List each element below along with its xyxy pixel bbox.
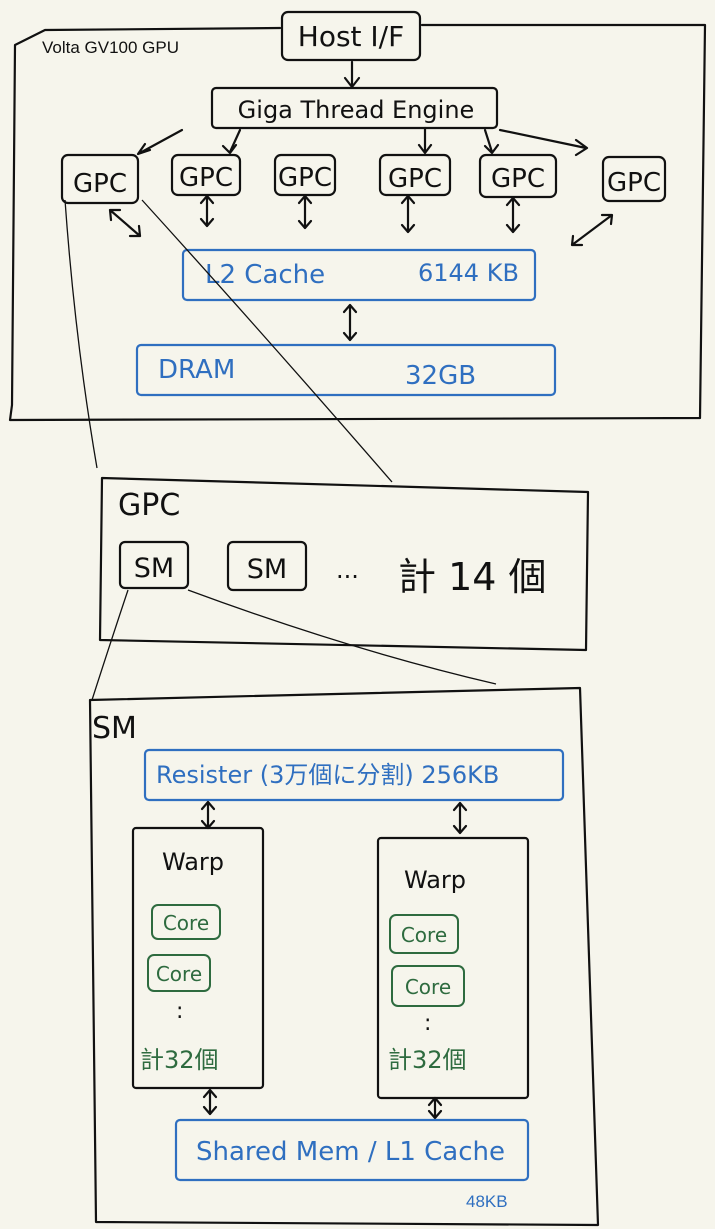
gpc-detail-section: GPC SM SM ... 計 14 個 xyxy=(98,476,590,652)
core-label: Core xyxy=(401,923,447,947)
core-box xyxy=(391,965,465,1007)
gpu-frame xyxy=(8,23,707,422)
arrow-engine-gpc1 xyxy=(136,128,184,156)
core-label: Core xyxy=(163,911,209,935)
zoom-line-left xyxy=(91,589,129,701)
sm-detail-title: SM xyxy=(92,711,137,746)
sm-count: 計 14 個 xyxy=(398,555,547,599)
arrow-l2-dram xyxy=(342,303,358,342)
sm-detail-section: SM Resister (3万個に分割) 256KB Warp Core Cor… xyxy=(88,686,600,1227)
core-label: Core xyxy=(405,975,451,999)
warp-label: Warp xyxy=(162,848,224,876)
core-box xyxy=(389,914,459,954)
gpc-label: GPC xyxy=(388,164,442,194)
warp-box xyxy=(131,826,265,1090)
dram-size: 32GB xyxy=(405,361,476,391)
zoom-line-right xyxy=(141,199,393,483)
gpc-label: GPC xyxy=(179,163,233,193)
gpc-box xyxy=(478,153,558,199)
gpc-label: GPC xyxy=(607,168,661,198)
sm-label: SM xyxy=(134,553,174,584)
warp-count: 計32個 xyxy=(388,1046,467,1074)
register-box xyxy=(143,748,565,802)
core-box xyxy=(151,904,221,940)
gpc-box xyxy=(170,153,242,197)
warp-group-left: Warp Core Core : 計32個 xyxy=(131,826,265,1090)
gpc-label: GPC xyxy=(491,164,545,194)
gpc-detail-frame xyxy=(98,476,590,652)
sm-box xyxy=(226,540,308,592)
zoom-line-left xyxy=(64,199,98,469)
register-label: Resister (3万個に分割) 256KB xyxy=(156,761,499,789)
sm-label: SM xyxy=(247,554,287,585)
warp-count: 計32個 xyxy=(140,1046,219,1074)
shared-mem-size: 48KB xyxy=(466,1192,508,1211)
host-if-box xyxy=(280,10,422,62)
gpc-box xyxy=(378,153,452,197)
l2-cache-box xyxy=(181,248,537,302)
giga-thread-label: Giga Thread Engine xyxy=(238,96,475,124)
gpc-label: GPC xyxy=(278,163,332,193)
arrow-warp-shared-left xyxy=(202,1088,218,1116)
dram-box xyxy=(135,343,557,397)
warp-box xyxy=(376,836,530,1100)
gpc-row: GPC GPC GPC GPC GPC GPC xyxy=(60,153,667,205)
sm-ellipsis: ... xyxy=(336,556,359,584)
shared-mem-label: Shared Mem / L1 Cache xyxy=(196,1137,505,1167)
giga-thread-box xyxy=(210,86,499,130)
gpu-section: Volta GV100 GPU Host I/F Giga Thread Eng… xyxy=(8,10,707,422)
sm-detail-frame xyxy=(88,686,600,1227)
gpc-label: GPC xyxy=(73,169,127,199)
arrow-warp-shared-right xyxy=(427,1096,443,1120)
core-label: Core xyxy=(156,962,202,986)
core-vdots: : xyxy=(176,999,183,1024)
arrow-register-warp-left xyxy=(200,800,216,830)
l2-cache-label: L2 Cache xyxy=(205,260,325,290)
core-box xyxy=(147,954,211,992)
gpu-title: Volta GV100 GPU xyxy=(42,38,179,57)
shared-mem-box xyxy=(174,1118,530,1182)
gpc-box xyxy=(60,153,140,205)
core-vdots: : xyxy=(424,1011,431,1036)
arrow-engine-gpc6 xyxy=(498,128,589,157)
sm-box xyxy=(118,540,190,590)
gpc-l2-arrows xyxy=(108,194,614,247)
host-if-label: Host I/F xyxy=(298,20,404,53)
arrow-engine-gpc5 xyxy=(483,128,500,155)
zoom-line-right xyxy=(187,589,497,685)
gpc-detail-title: GPC xyxy=(118,488,180,523)
l2-cache-size: 6144 KB xyxy=(418,259,519,287)
arrow-engine-gpc2 xyxy=(221,128,242,155)
dram-label: DRAM xyxy=(158,355,235,385)
warp-group-right: Warp Core Core : 計32個 xyxy=(376,836,530,1100)
warp-label: Warp xyxy=(404,866,466,894)
arrow-engine-gpc4 xyxy=(417,126,433,155)
arrow-register-warp-right xyxy=(452,801,468,835)
gpc-box xyxy=(601,155,667,203)
